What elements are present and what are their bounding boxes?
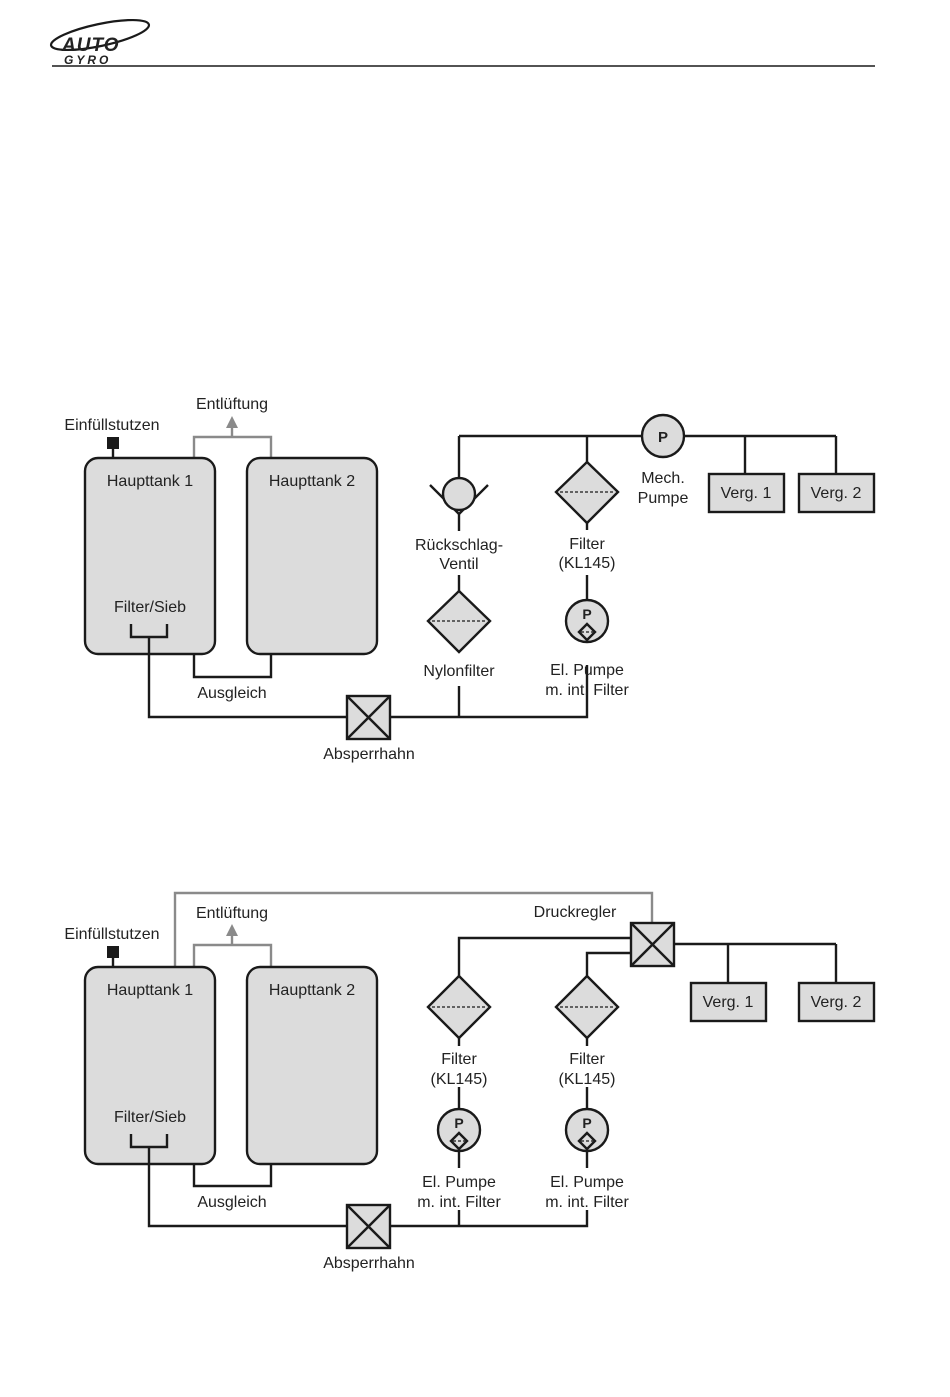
main-tank-1-label: Haupttank 1 — [107, 473, 193, 490]
svg-text:GYRO: GYRO — [64, 53, 111, 67]
carburetor-1-b — [689, 981, 768, 1023]
fuel-diagram-1: Entlüftung Einfüllstutzen Ausgleich Haup… — [64, 396, 876, 763]
shutoff-label-2: Absperrhahn — [323, 1255, 415, 1272]
suction-line-2 — [147, 1147, 347, 1228]
vent-label: Entlüftung — [196, 396, 268, 413]
carburetor-1 — [707, 472, 786, 514]
pressure-regulator-label: Druckregler — [534, 904, 617, 921]
filler-neck-icon — [107, 437, 119, 449]
filter-label-2: (KL145) — [559, 555, 616, 572]
filter-b-icon — [554, 974, 620, 1040]
check-valve-icon — [429, 476, 489, 516]
filter-a-label-2: (KL145) — [431, 1071, 488, 1088]
pressure-regulator-icon — [629, 921, 676, 968]
check-valve-label-1: Rückschlag- — [415, 537, 503, 554]
fuel-diagram-2: Druckregler Entlüftung Einfüllstutzen Au… — [64, 891, 876, 1272]
electric-pump-a-icon: P — [436, 1107, 482, 1153]
balance-line-2 — [192, 1164, 273, 1188]
shutoff-valve-icon-2 — [345, 1203, 392, 1250]
electric-pump-a-label-1: El. Pumpe — [422, 1174, 496, 1191]
filter-a-label-1: Filter — [441, 1051, 477, 1068]
nylon-filter-icon — [426, 589, 492, 654]
electric-pump-b-symbol: P — [582, 1115, 591, 1131]
filler-neck-label: Einfüllstutzen — [64, 417, 159, 434]
carburetor-1-b-label: Verg. 1 — [703, 994, 754, 1011]
electric-pump-a-label-2: m. int. Filter — [417, 1194, 501, 1211]
autogyro-logo: AUTO GYRO — [49, 18, 151, 67]
main-tank-2-b-label: Haupttank 2 — [269, 982, 355, 999]
electric-pump-b-label-1: El. Pumpe — [550, 1174, 624, 1191]
check-valve-label-2: Ventil — [439, 556, 478, 573]
strainer-label-2: Filter/Sieb — [114, 1109, 186, 1126]
main-tank-2 — [245, 456, 379, 656]
balance-label: Ausgleich — [197, 685, 266, 702]
mechanical-pump-symbol: P — [658, 429, 668, 446]
suction-line — [147, 637, 347, 719]
carburetor-1-label: Verg. 1 — [721, 485, 772, 502]
filter-label-1: Filter — [569, 536, 605, 553]
filter-icon — [554, 460, 620, 525]
mechanical-pump-label-1: Mech. — [641, 470, 685, 487]
main-tank-2-b — [245, 965, 379, 1166]
distribution-line-lower-2 — [390, 1210, 589, 1228]
electric-pump-label-1: El. Pumpe — [550, 662, 624, 679]
main-tank-1-b-label: Haupttank 1 — [107, 982, 193, 999]
carburetor-2-label: Verg. 2 — [811, 485, 862, 502]
carburetor-2-b-label: Verg. 2 — [811, 994, 862, 1011]
electric-pump-b-label-2: m. int. Filter — [545, 1194, 629, 1211]
return-line — [173, 891, 654, 967]
shutoff-label: Absperrhahn — [323, 746, 415, 763]
main-tank-2-label: Haupttank 2 — [269, 473, 355, 490]
filter-a-icon — [426, 974, 492, 1040]
strainer-label: Filter/Sieb — [114, 599, 186, 616]
balance-label-2: Ausgleich — [197, 1194, 266, 1211]
electric-pump-icon: P — [564, 598, 610, 644]
balance-line — [192, 654, 273, 679]
electric-pump-symbol: P — [582, 606, 591, 622]
svg-text:AUTO: AUTO — [61, 35, 119, 56]
electric-pump-a-symbol: P — [454, 1115, 463, 1131]
mechanical-pump-icon: P — [640, 413, 686, 459]
carburetor-2-b — [797, 981, 876, 1023]
distribution-line-lower — [390, 665, 589, 719]
vent-line-2 — [192, 943, 273, 967]
filler-neck-label-2: Einfüllstutzen — [64, 926, 159, 943]
filter-b-label-2: (KL145) — [559, 1071, 616, 1088]
electric-pump-b-icon: P — [564, 1107, 610, 1153]
shutoff-valve-icon — [345, 694, 392, 741]
vent-label-2: Entlüftung — [196, 905, 268, 922]
nylon-filter-label: Nylonfilter — [423, 663, 495, 680]
mechanical-pump-label-2: Pumpe — [638, 490, 689, 507]
header: AUTO GYRO — [49, 18, 875, 67]
carburetor-2 — [797, 472, 876, 514]
electric-pump-label-2: m. int. Filter — [545, 682, 629, 699]
filter-b-label-1: Filter — [569, 1051, 605, 1068]
vent-line — [192, 435, 273, 458]
filler-neck-icon-2 — [107, 946, 119, 958]
